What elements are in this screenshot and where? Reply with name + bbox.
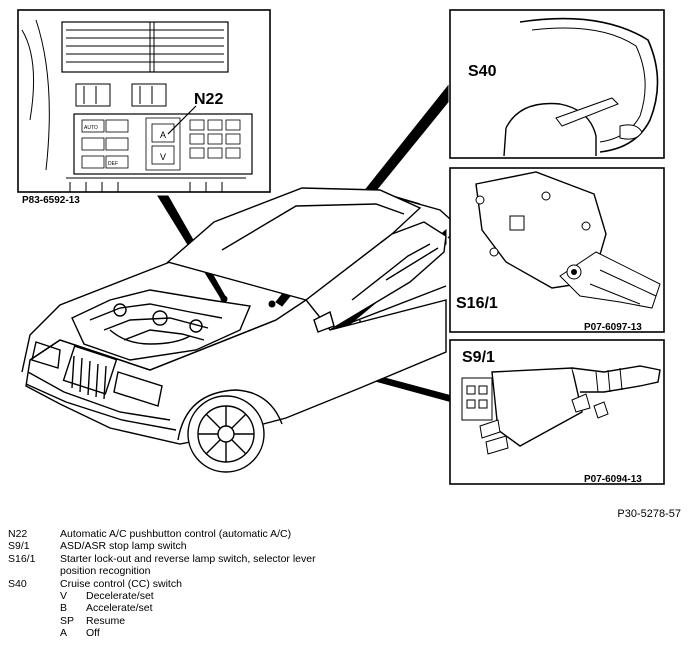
legend-text: position recognition: [60, 565, 151, 578]
legend-row-s16-1-cont: position recognition: [8, 565, 316, 577]
legend-text: Automatic A/C pushbutton control (automa…: [60, 528, 292, 540]
callout-s16-1: S16/1 P07-6097-13: [449, 167, 665, 333]
cc-position-text: Off: [86, 627, 100, 640]
legend-row-s9-1: S9/1 ASD/ASR stop lamp switch: [8, 540, 316, 552]
cc-position-text: Accelerate/set: [86, 602, 153, 615]
n22-button-auto: AUTO: [84, 125, 98, 131]
legend-row-s40: S40 Cruise control (CC) switch: [8, 578, 316, 590]
figure-reference: P30-5278-57: [617, 508, 681, 520]
n22-button-def: DEF: [108, 161, 118, 167]
cc-position-key: B: [60, 602, 68, 615]
legend-text: ASD/ASR stop lamp switch: [60, 540, 187, 553]
car-illustration: [21, 187, 462, 473]
cc-position-v: V Decelerate/set: [8, 590, 316, 602]
cc-position-text: Decelerate/set: [86, 590, 154, 603]
s16-1-label: S16/1: [456, 295, 498, 312]
cc-position-a: A Off: [8, 627, 316, 639]
cc-position-key: SP: [60, 614, 75, 627]
component-location-diagram: AUTO DEF A V N22 P83-6592-13 S40 S16/1 P…: [17, 9, 665, 485]
callout-n22: AUTO DEF A V N22 P83-6592-13: [17, 9, 271, 206]
s16-1-code: P07-6097-13: [584, 322, 642, 333]
legend-row-n22: N22 Automatic A/C pushbutton control (au…: [8, 528, 316, 540]
cc-position-b: B Accelerate/set: [8, 602, 316, 614]
legend-key: S16/1: [8, 552, 36, 565]
s40-label: S40: [468, 63, 497, 80]
legend-key: S40: [8, 577, 27, 590]
legend-text: Cruise control (CC) switch: [60, 577, 182, 590]
legend-key: S9/1: [8, 540, 30, 553]
cc-position-text: Resume: [86, 614, 126, 627]
s9-1-code: P07-6094-13: [584, 474, 642, 485]
cc-position-key: V: [60, 590, 68, 603]
n22-code: P83-6592-13: [22, 195, 80, 206]
callout-s40: S40: [449, 9, 665, 159]
n22-button-a: A: [160, 130, 166, 140]
legend-key: N22: [8, 528, 28, 540]
cc-position-sp: SP Resume: [8, 615, 316, 627]
n22-button-v: V: [160, 152, 166, 162]
n22-label: N22: [194, 91, 223, 108]
legend: N22 Automatic A/C pushbutton control (au…: [8, 528, 316, 640]
cc-position-key: A: [60, 627, 68, 640]
legend-text: Starter lock-out and reverse lamp switch…: [60, 552, 316, 565]
callout-s9-1: S9/1 P07-6094-13: [449, 339, 665, 485]
s9-1-label: S9/1: [462, 349, 495, 366]
legend-row-s16-1: S16/1 Starter lock-out and reverse lamp …: [8, 553, 316, 565]
pointer-dot-s40: [268, 300, 276, 308]
